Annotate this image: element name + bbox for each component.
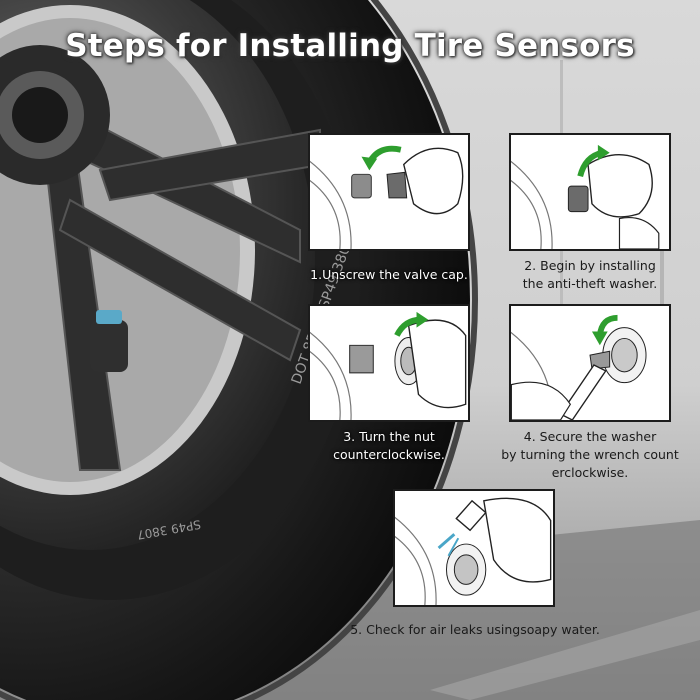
spray-bottle-icon: [437, 499, 487, 557]
wrench-icon: [559, 350, 611, 420]
step-1-illustration: [308, 133, 470, 251]
step-1-caption: 1.Unscrew the valve cap.: [310, 267, 468, 282]
sensor-cap-icon: [386, 171, 408, 199]
step-4-caption: 4. Secure the washer by turning the wren…: [501, 429, 679, 480]
step-5-caption: 5. Check for air leaks usingsoapy water.: [350, 622, 600, 637]
hand-icon: [402, 147, 464, 215]
hand-icon: [483, 497, 552, 583]
hand-icon: [587, 154, 653, 218]
step-3-caption: 3. Turn the nut counterclockwise.: [333, 429, 445, 462]
step-2-caption: 2. Begin by installing the anti-theft wa…: [522, 258, 658, 291]
valve-icon: [567, 185, 589, 213]
step-5-illustration: [393, 489, 555, 607]
valve-icon: [349, 344, 374, 374]
step-3-illustration: [308, 304, 470, 422]
hand-icon: [407, 319, 467, 409]
step-4-illustration: [509, 304, 671, 422]
valve-icon: [351, 173, 372, 199]
hand-icon: [511, 381, 572, 420]
sensor-cap-icon: [445, 543, 487, 596]
page-title: Steps for Installing Tire Sensors: [65, 28, 635, 64]
step-2-illustration: [509, 133, 671, 251]
sensor-cap-icon: [602, 327, 647, 384]
